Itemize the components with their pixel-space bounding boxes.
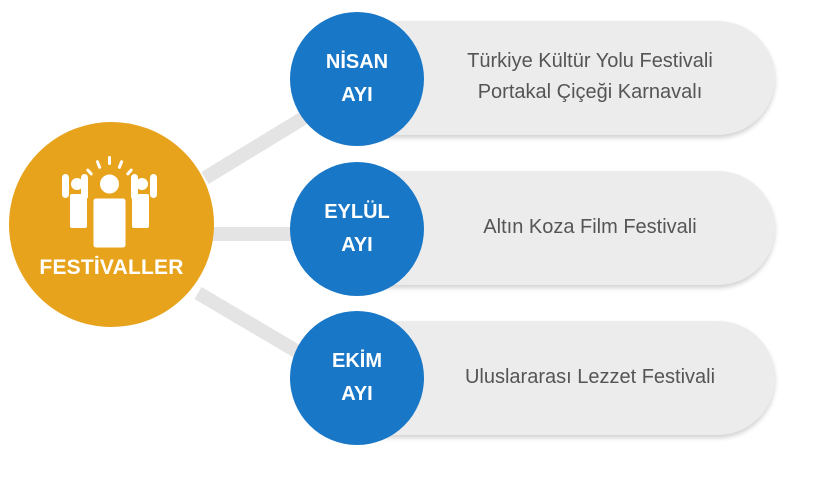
month-subtitle: AYI: [341, 234, 373, 256]
cheering-people-icon: [62, 156, 157, 251]
month-badge-eylul: EYLÜL AYI: [290, 162, 424, 296]
hub-title: FESTİVALLER: [39, 256, 184, 279]
month-title: EKİM: [332, 350, 382, 372]
month-subtitle: AYI: [341, 84, 373, 106]
event-label: Altın Koza Film Festivali: [483, 216, 697, 238]
month-badge-nisan: NİSAN AYI: [290, 12, 424, 146]
event-list-ekim: Uluslararası Lezzet Festivali: [415, 362, 765, 393]
event-label: Portakal Çiçeği Karnavalı: [477, 81, 703, 103]
event-list-eylul: Altın Koza Film Festivali: [415, 212, 765, 243]
month-title: EYLÜL: [324, 201, 390, 223]
month-subtitle: AYI: [341, 383, 373, 405]
event-label: Türkiye Kültür Yolu Festivali: [467, 50, 713, 72]
connector-line-nisan: [201, 102, 324, 184]
festivals-hub: FESTİVALLER: [9, 122, 214, 327]
month-title: NİSAN: [325, 51, 389, 73]
month-badge-ekim: EKİM AYI: [290, 311, 424, 445]
event-list-nisan: Türkiye Kültür Yolu Festivali Portakal Ç…: [415, 46, 765, 108]
event-label: Uluslararası Lezzet Festivali: [464, 366, 716, 388]
